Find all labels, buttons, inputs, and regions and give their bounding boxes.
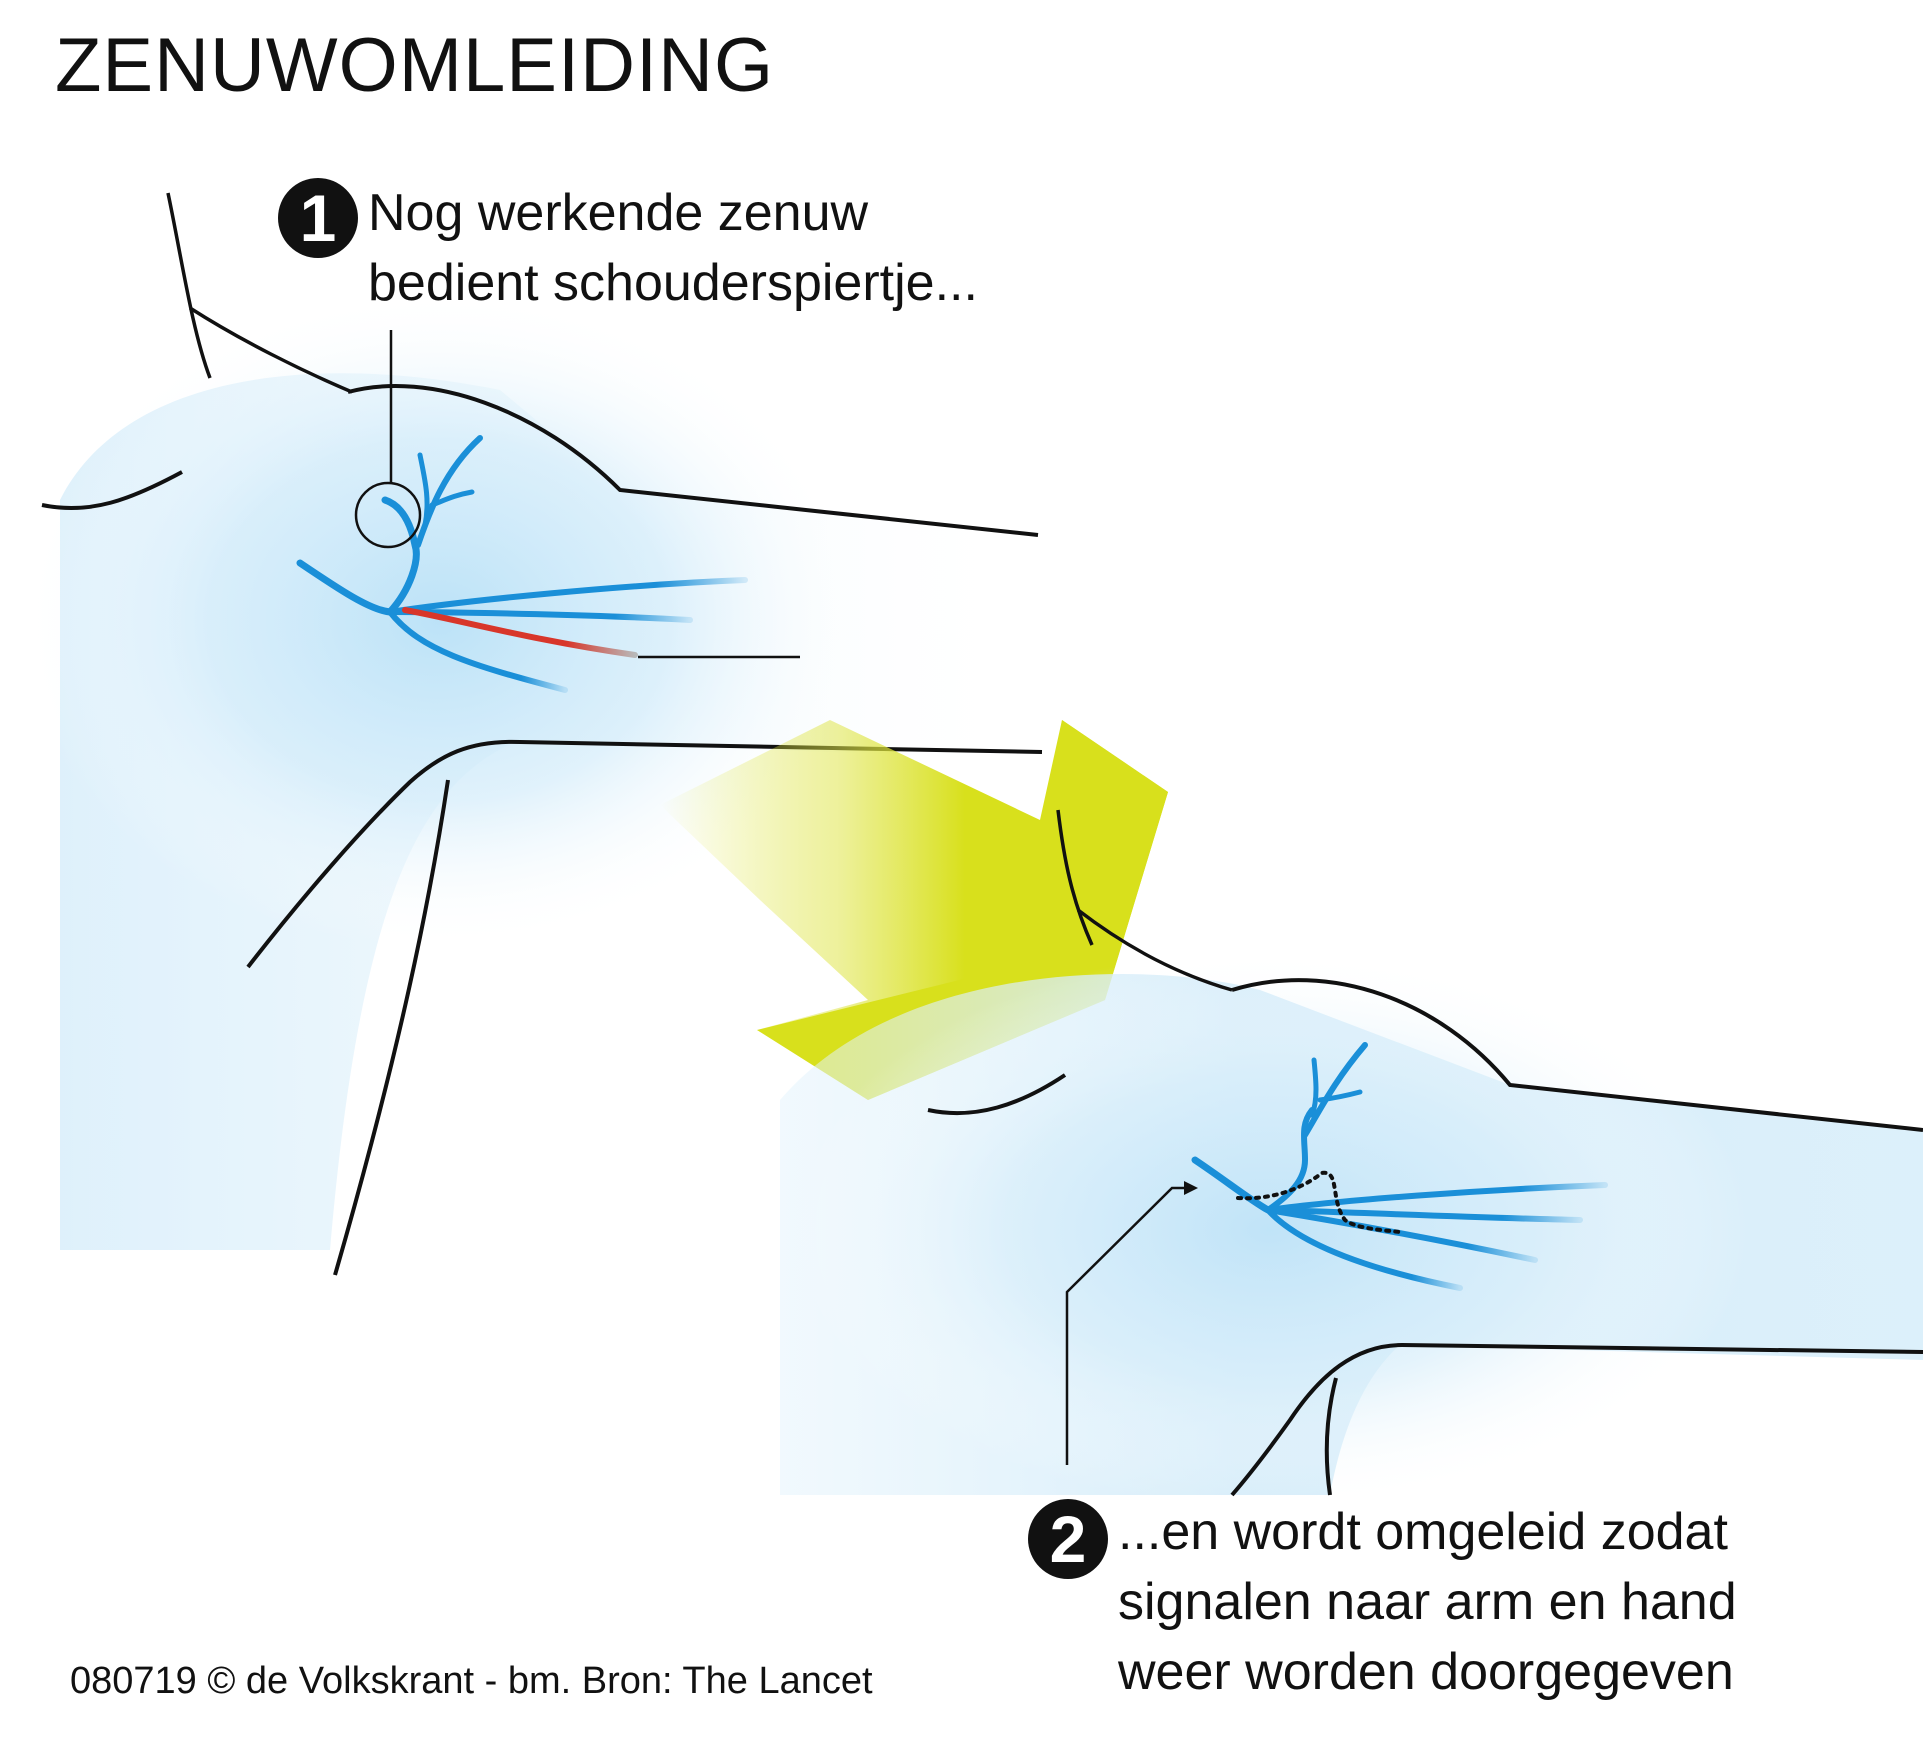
torso-outline-1 [333, 779, 450, 1276]
shoulder-figure-2 [780, 809, 1923, 1510]
nerve-plexus-2 [1191, 1042, 1608, 1291]
step-2-line: weer worden doorgegeven [1118, 1643, 1734, 1701]
source-credit: 080719 © de Volkskrant - bm. Bron: The L… [70, 1660, 873, 1702]
tissue-glow-core-2 [790, 950, 1750, 1510]
collarbone-outline-1 [41, 470, 183, 511]
step-1-text: Nog werkende zenuw bedient schouderspier… [368, 178, 978, 318]
damaged-nerve [402, 607, 638, 658]
torso-outline-2 [1324, 1377, 1338, 1496]
step-2-text: ...en wordt omgeleid zodat signalen naar… [1118, 1497, 1737, 1707]
shoulder-top-outline-2 [1231, 978, 1923, 1132]
step-1-badge: 1 [278, 178, 358, 258]
neck-shoulder-outline-1 [189, 306, 353, 394]
shoulder-figure-1 [20, 192, 1043, 1276]
step-2-badge: 2 [1028, 1499, 1108, 1579]
step-1-line: Nog werkende zenuw [368, 184, 869, 242]
arrowhead-icon [1184, 1181, 1198, 1195]
neck-shoulder-outline-2 [1076, 908, 1233, 992]
page-title: ZENUWOMLEIDING [55, 23, 775, 108]
neck-outline-1 [166, 192, 212, 379]
collarbone-outline-2 [927, 1073, 1067, 1116]
step-1-annotation: 1 Nog werkende zenuw bedient schouderspi… [278, 178, 978, 318]
neck-outline-2 [1056, 809, 1094, 946]
rerouted-nerve-path [1236, 1170, 1402, 1234]
step-1-line: bedient schouderspiertje... [368, 254, 978, 312]
step-2-line: ...en wordt omgeleid zodat [1118, 1503, 1728, 1561]
arm-underside-outline-2 [1230, 1342, 1923, 1497]
nerve-plexus-1 [296, 435, 748, 693]
step-2-line: signalen naar arm en hand [1118, 1573, 1737, 1631]
arm-underside-outline-1 [246, 739, 1043, 969]
callout-circle-1 [354, 481, 422, 549]
callout-leader-2 [1065, 1186, 1192, 1465]
shoulder-top-outline-1 [347, 384, 1039, 537]
step-2-annotation: 2 ...en wordt omgeleid zodat signalen na… [1028, 1497, 1737, 1707]
